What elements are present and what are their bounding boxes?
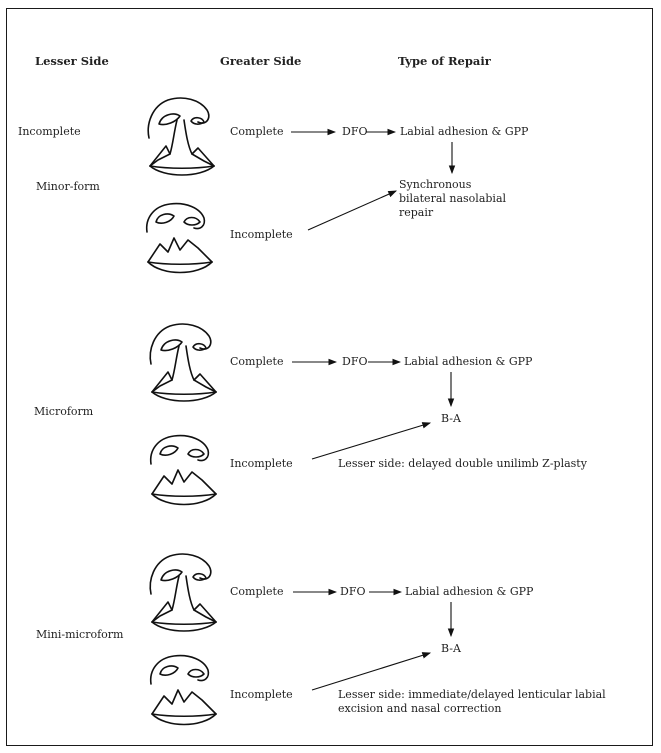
- cleft-complete-drawing-1: [147, 97, 215, 176]
- header-lesser-side: Lesser Side: [35, 54, 109, 68]
- header-type-of-repair: Type of Repair: [398, 54, 491, 68]
- greater-label-incomplete-2: Incomplete: [230, 457, 293, 470]
- repair-label-2: Labial adhesion & GPP: [404, 355, 533, 368]
- dfo-label-1: DFO: [342, 125, 368, 138]
- header-greater-side: Greater Side: [220, 54, 302, 68]
- repair-label-1: Labial adhesion & GPP: [400, 125, 529, 138]
- cleft-incomplete-drawing-3: [149, 654, 217, 726]
- greater-label-complete-1: Complete: [230, 125, 284, 138]
- cleft-complete-drawing-3: [149, 553, 217, 632]
- dfo-label-2: DFO: [342, 355, 368, 368]
- figure-frame: [6, 8, 653, 746]
- note-lesser-side-excision: Lesser side: immediate/delayed lenticula…: [338, 688, 606, 715]
- lesser-label-incomplete: Incomplete: [18, 125, 81, 138]
- repair-label-3: Labial adhesion & GPP: [405, 585, 534, 598]
- greater-label-incomplete-3: Incomplete: [230, 688, 293, 701]
- greater-label-complete-2: Complete: [230, 355, 284, 368]
- lesser-label-microform: Microform: [34, 405, 94, 418]
- note-lesser-side-zplasty: Lesser side: delayed double unilimb Z-pl…: [338, 457, 587, 470]
- cleft-incomplete-drawing-2: [149, 434, 217, 506]
- result-ba-2: B-A: [441, 642, 461, 655]
- sub-label-minor-form: Minor-form: [36, 180, 100, 193]
- cleft-complete-drawing-2: [149, 323, 217, 402]
- dfo-label-3: DFO: [340, 585, 366, 598]
- lesser-label-mini-microform: Mini-microform: [36, 628, 124, 641]
- result-synchronous-repair: Synchronous bilateral nasolabial repair: [399, 178, 507, 219]
- cleft-incomplete-drawing-1: [145, 202, 213, 274]
- result-ba-1: B-A: [441, 412, 461, 425]
- greater-label-incomplete-1: Incomplete: [230, 228, 293, 241]
- greater-label-complete-3: Complete: [230, 585, 284, 598]
